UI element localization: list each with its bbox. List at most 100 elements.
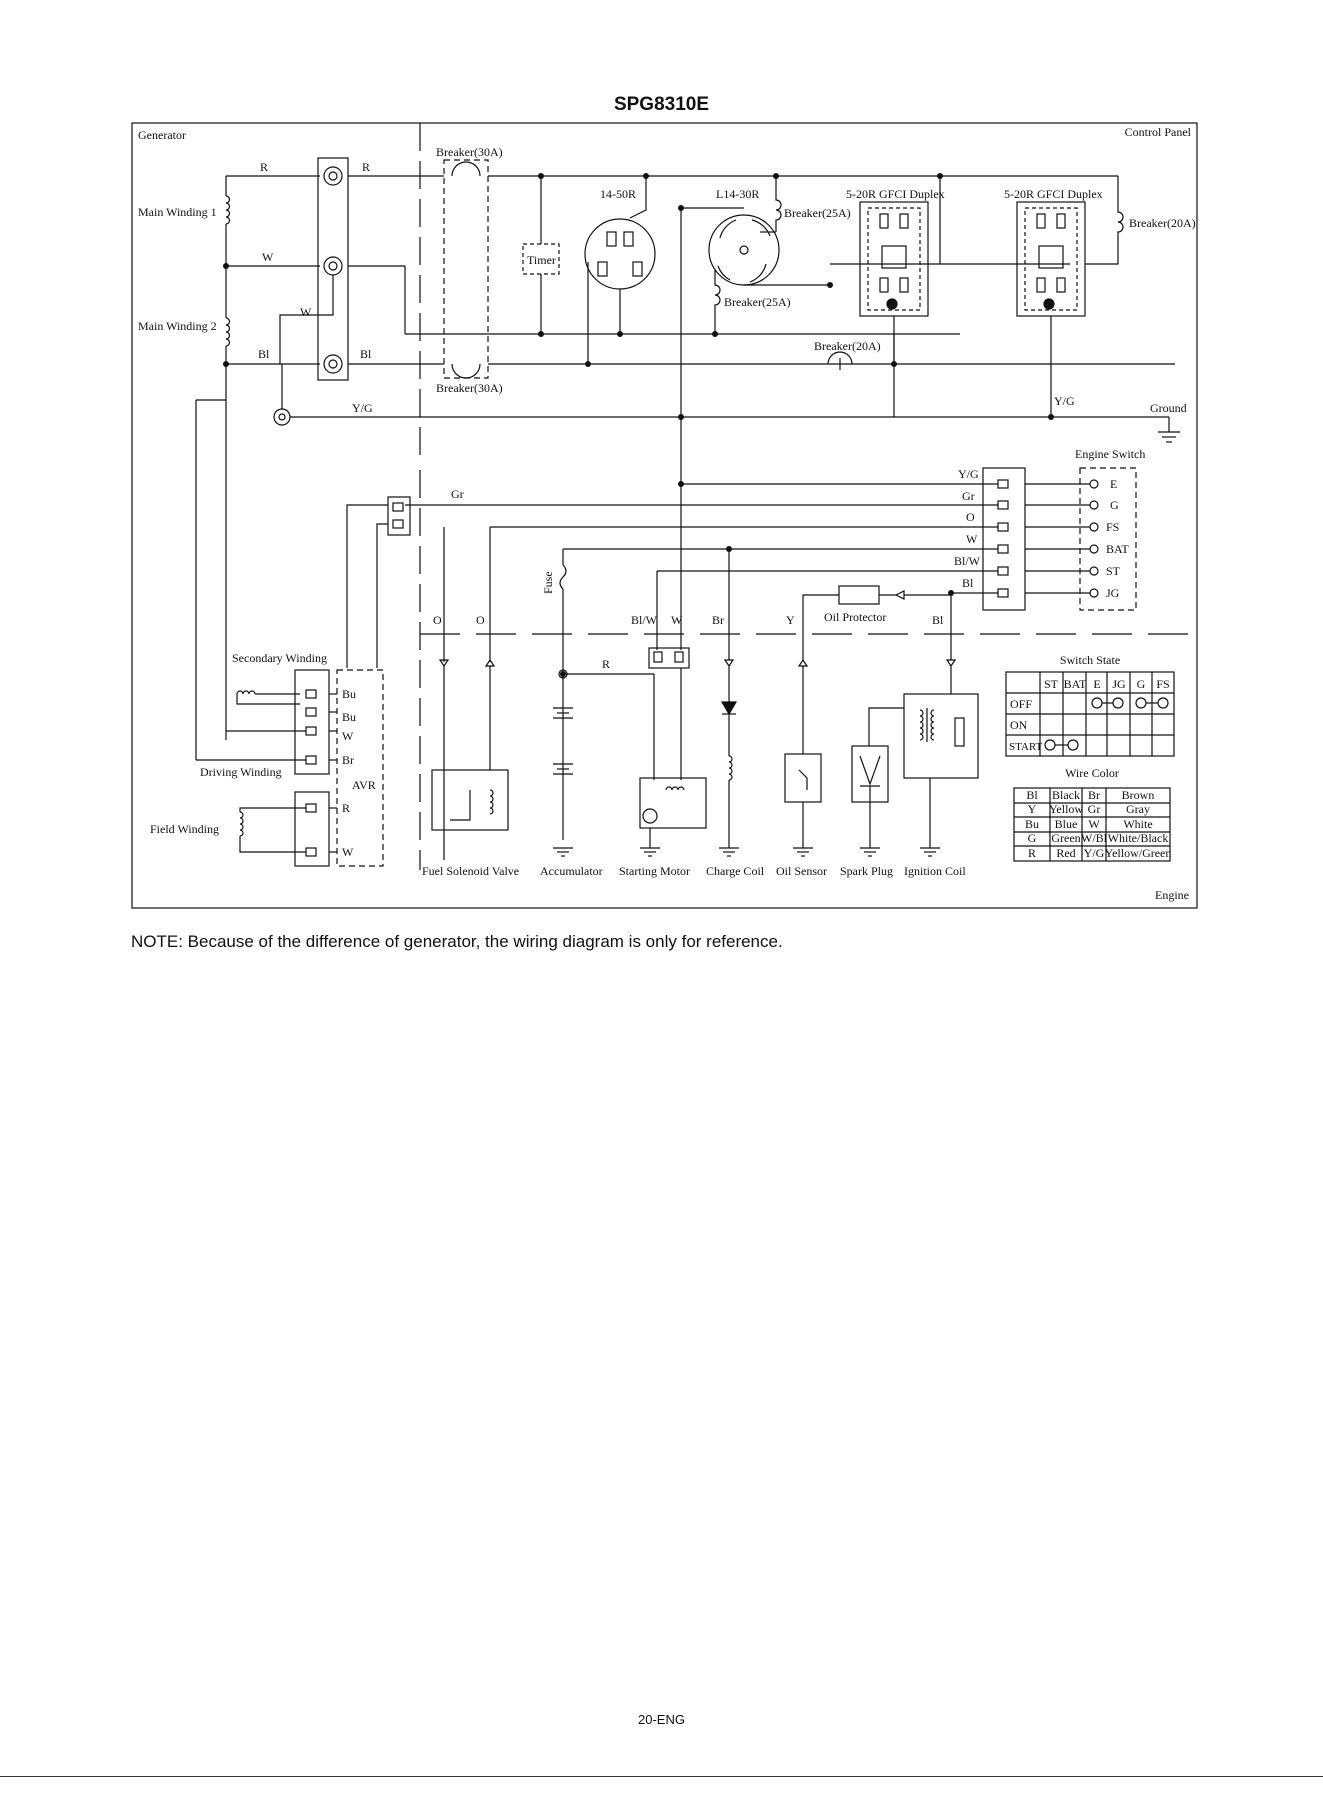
junction-dots	[223, 173, 1054, 677]
wire-color-code: Gr	[1088, 802, 1101, 816]
wire-label-bl-1: Bl	[258, 347, 270, 361]
label-main-winding-1: Main Winding 1	[138, 205, 217, 219]
receptacle-l14-30r	[708, 214, 780, 286]
label-14-50r: 14-50R	[600, 187, 636, 201]
wire-color-name: Blue	[1055, 817, 1078, 831]
wire-label-gr-2: Gr	[962, 489, 975, 503]
wire-label-r-2: R	[362, 160, 370, 174]
wire-label-w-3: W	[966, 532, 978, 546]
label-gfci-duplex-2: 5-20R GFCI Duplex	[1004, 187, 1103, 201]
oil-protector	[838, 585, 880, 605]
switch-terminal-e: E	[1110, 477, 1117, 491]
wire-color-code: Br	[1088, 788, 1100, 802]
wire-color-code: W	[1088, 817, 1100, 831]
fuel-solenoid-valve	[431, 769, 509, 831]
wire-label-yg-2: Y/G	[1054, 394, 1075, 408]
switch-state-col-fs: FS	[1156, 677, 1169, 691]
wire-label-y: Y	[786, 613, 795, 627]
wire-color-name: Gray	[1126, 802, 1150, 816]
label-driving-winding: Driving Winding	[200, 765, 282, 779]
main-winding-2-coil	[225, 317, 231, 347]
wire-label-o-2: O	[476, 613, 485, 627]
starting-motor-box	[639, 777, 707, 829]
reference-note: NOTE: Because of the difference of gener…	[131, 932, 783, 951]
wire-label-br: Br	[712, 613, 724, 627]
switch-terminal-fs: FS	[1106, 520, 1119, 534]
wire-color-name: Yellow/Green	[1105, 846, 1172, 860]
wire-color-name: White	[1123, 817, 1152, 831]
wire-label-blw-1: Bl/W	[631, 613, 658, 627]
wire-color-title: Wire Color	[1065, 766, 1119, 780]
label-engine-switch: Engine Switch	[1075, 447, 1145, 461]
wire-label-gr-1: Gr	[451, 487, 464, 501]
label-timer: Timer	[527, 253, 556, 267]
switch-state-col-bat: BAT	[1064, 677, 1087, 691]
wire-color-name: Brown	[1122, 788, 1155, 802]
wire-color-code: Y/G	[1084, 846, 1105, 860]
field-winding-coil	[239, 811, 244, 837]
wire-color-name: Black	[1052, 788, 1080, 802]
switch-terminal-st: ST	[1106, 564, 1121, 578]
wire-color-name: Yellow	[1049, 802, 1083, 816]
avr-terminal-bu-2: Bu	[342, 710, 356, 724]
wire-label-w-1: W	[262, 250, 274, 264]
bottom-rule	[0, 1776, 1323, 1777]
wire-label-o-3: O	[966, 510, 975, 524]
wire-label-o-1: O	[433, 613, 442, 627]
wire-label-r-3: R	[602, 657, 610, 671]
label-oil-protector: Oil Protector	[824, 610, 886, 624]
label-accumulator: Accumulator	[540, 864, 603, 878]
ground-ring	[273, 408, 291, 426]
engine-switch-box	[1079, 467, 1137, 611]
connector-terminals	[997, 479, 1009, 598]
avr-terminal-bu-1: Bu	[342, 687, 356, 701]
ignition-coil	[903, 693, 979, 779]
wire-label-blw-2: Bl/W	[954, 554, 981, 568]
switch-terminal-g: G	[1110, 498, 1119, 512]
field-winding-connector	[294, 791, 330, 867]
wire-label-w-4: W	[671, 613, 683, 627]
switch-state-col-e: E	[1093, 677, 1100, 691]
breaker-30a-box	[443, 159, 489, 379]
label-spark-plug: Spark Plug	[840, 864, 893, 878]
wire-label-bl-3: Bl	[962, 576, 974, 590]
wire-label-bl-2: Bl	[360, 347, 372, 361]
label-fuse: Fuse	[541, 571, 555, 594]
label-generator: Generator	[138, 128, 186, 142]
wire-color-code: R	[1028, 846, 1036, 860]
avr-terminal-r: R	[342, 801, 350, 815]
wire-label-r-1: R	[260, 160, 268, 174]
label-secondary-winding: Secondary Winding	[232, 651, 327, 665]
main-winding-1-coil	[225, 195, 231, 225]
switch-state-col-jg: JG	[1112, 677, 1126, 691]
wiring-diagram: Generator Control Panel Engine Main Wind…	[131, 122, 1198, 909]
receptacle-14-50r	[584, 218, 656, 290]
avr-terminal-br: Br	[342, 753, 354, 767]
wire-label-w-2: W	[300, 305, 312, 319]
wire-label-yg-3: Y/G	[958, 467, 979, 481]
label-charge-coil: Charge Coil	[706, 864, 765, 878]
wire-color-code: Bl	[1026, 788, 1038, 802]
switch-terminal-jg: JG	[1106, 586, 1120, 600]
starter-relay-connector	[648, 647, 690, 669]
terminal-block	[317, 157, 349, 381]
switch-state-col-st: ST	[1044, 677, 1059, 691]
label-breaker-25a-1: Breaker(25A)	[784, 206, 851, 220]
wire-color-code: G	[1028, 831, 1037, 845]
avr-terminal-w-2: W	[342, 845, 354, 859]
switch-state-row-on: ON	[1010, 718, 1028, 732]
avr-connector	[387, 496, 411, 536]
label-ignition-coil: Ignition Coil	[904, 864, 966, 878]
label-fuel-solenoid-valve: Fuel Solenoid Valve	[422, 864, 519, 878]
label-breaker-30a-bottom: Breaker(30A)	[436, 381, 503, 395]
label-ground: Ground	[1150, 401, 1187, 415]
engine-switch-connector	[982, 467, 1026, 611]
label-engine: Engine	[1155, 888, 1189, 902]
wire-color-name: Red	[1056, 846, 1075, 860]
switch-state-title: Switch State	[1060, 653, 1120, 667]
secondary-winding-connector	[294, 669, 330, 775]
wire-color-code: Bu	[1025, 817, 1039, 831]
switch-terminal-bat: BAT	[1106, 542, 1129, 556]
label-breaker-30a-top: Breaker(30A)	[436, 145, 503, 159]
wire-color-name: Green	[1051, 831, 1080, 845]
